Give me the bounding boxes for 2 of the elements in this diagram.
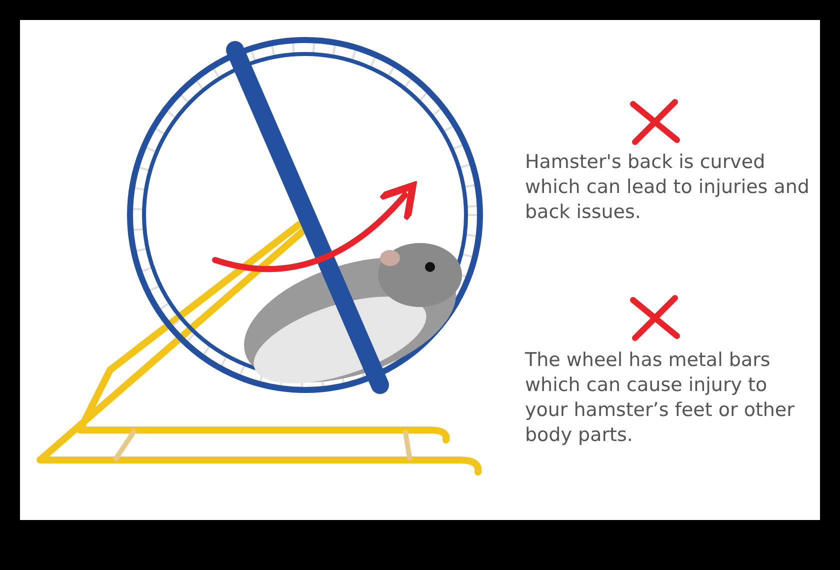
warning-note: The wheel has metal bars which can cause injury to your hamster’s feet or other body parts. <box>525 348 796 448</box>
warning-note: Hamster's back is curved which can lead to injuries and back issues. <box>525 150 810 225</box>
